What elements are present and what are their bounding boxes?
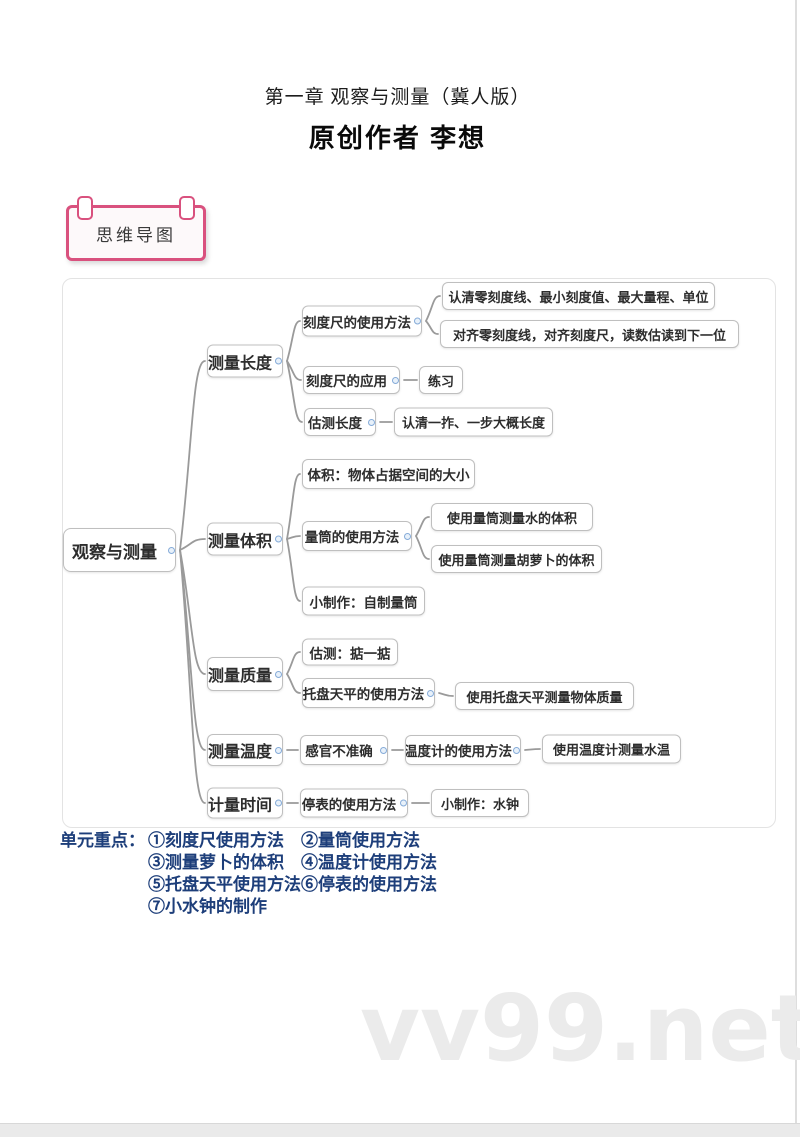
mindmap-edge-root-time <box>179 549 206 804</box>
mindmap-connectors <box>179 295 541 804</box>
mindmap-node-span_est: 认清一拃、一步大概长度 <box>394 407 553 437</box>
page-bottom-band <box>0 1123 800 1137</box>
mindmap-node-diy_cyl: 小制作：自制量筒 <box>302 586 425 616</box>
mindmap-edge-volume-cyl_method <box>286 535 301 540</box>
mindmap-node-r1: 认清零刻度线、最小刻度值、最大量程、单位 <box>442 282 715 310</box>
mindmap-node-ruler_method: 刻度尺的使用方法 <box>302 305 422 337</box>
unit-point-line: ①刻度尺使用方法 ②量筒使用方法 <box>148 831 420 850</box>
mindmap-edge-root-length <box>179 360 206 551</box>
mindmap-node-balance_use: 使用托盘天平测量物体质量 <box>455 682 634 710</box>
mindmap-node-clock: 小制作：水钟 <box>431 789 529 817</box>
mindmap-node-vol_def: 体积：物体占据空间的大小 <box>302 459 475 489</box>
mindmap-node-temp: 测量温度 <box>207 734 283 766</box>
mindmap-node-stopwatch: 停表的使用方法 <box>300 788 408 818</box>
mindmap-edge-length-ruler_app <box>286 360 302 381</box>
mindmap-node-thermo_use: 使用温度计测量水温 <box>542 734 681 764</box>
author-title: 原创作者 李想 <box>308 123 487 153</box>
mindmap-badge-label: 思维导图 <box>96 225 176 245</box>
mindmap-node-root: 观察与测量 <box>63 528 176 572</box>
mindmap-edge-length-ruler_method <box>286 320 301 362</box>
unit-point-line: ③测量萝卜的体积 ④温度计使用方法 <box>148 853 437 872</box>
mindmap-edge-thermo_method-thermo_use <box>524 748 541 751</box>
mindmap-node-balance_method: 托盘天平的使用方法 <box>302 678 435 708</box>
mindmap-edge-cyl_method-water_vol <box>415 516 430 537</box>
mindmap-node-volume: 测量体积 <box>207 522 283 556</box>
badge-clip-left-icon <box>77 196 93 220</box>
mindmap-edge-cyl_method-carrot_vol <box>415 535 430 560</box>
mindmap-node-thermo_method: 温度计的使用方法 <box>405 735 521 765</box>
unit-point-line: ⑦小水钟的制作 <box>148 897 267 916</box>
mindmap-edge-volume-vol_def <box>286 473 301 540</box>
mindmap-badge: 思维导图 <box>66 196 206 261</box>
mindmap-node-est_length: 估测长度 <box>304 408 376 436</box>
mindmap-edge-volume-diy_cyl <box>286 538 301 602</box>
mindmap-edge-mass-balance_method <box>286 673 301 694</box>
mindmap-edge-ruler_method-r2 <box>425 320 439 335</box>
unit-points-block: 单元重点： ①刻度尺使用方法 ②量筒使用方法 ③测量萝卜的体积 ④温度计使用方法… <box>60 830 480 918</box>
mindmap-node-time: 计量时间 <box>207 787 283 819</box>
mindmap-node-practice: 练习 <box>419 366 463 394</box>
mindmap-node-sense: 感官不准确 <box>300 735 388 765</box>
mindmap-edge-ruler_method-r1 <box>425 295 441 322</box>
mindmap-frame: 观察与测量 测量长度刻度尺的使用方法认清零刻度线、最小刻度值、最大量程、单位对齐零… <box>62 278 776 828</box>
mindmap-edge-root-mass <box>179 549 206 675</box>
mindmap-node-water_vol: 使用量筒测量水的体积 <box>431 503 593 531</box>
mindmap-node-mass: 测量质量 <box>207 657 283 691</box>
mindmap-edge-root-volume <box>179 538 206 551</box>
mindmap-node-cyl_method: 量筒的使用方法 <box>302 521 412 551</box>
mindmap-node-ruler_app: 刻度尺的应用 <box>303 366 400 394</box>
chapter-title: 第一章 观察与测量（冀人版） <box>264 87 531 108</box>
unit-point-line: ⑤托盘天平使用方法⑥停表的使用方法 <box>148 875 437 894</box>
mindmap-edge-balance_method-balance_use <box>438 692 454 697</box>
watermark-text: vv99.net <box>360 975 800 1082</box>
mindmap-edge-length-est_length <box>286 360 303 423</box>
badge-clip-right-icon <box>179 196 195 220</box>
mindmap-edge-mass-est_mass <box>286 651 301 675</box>
mindmap-node-length: 测量长度 <box>207 344 283 378</box>
mindmap-node-r2: 对齐零刻度线，对齐刻度尺，读数估读到下一位 <box>440 320 739 348</box>
unit-points-heading: 单元重点： <box>60 831 145 850</box>
mindmap-node-carrot_vol: 使用量筒测量胡萝卜的体积 <box>431 545 602 573</box>
mindmap-node-est_mass: 估测：掂一掂 <box>302 638 398 666</box>
